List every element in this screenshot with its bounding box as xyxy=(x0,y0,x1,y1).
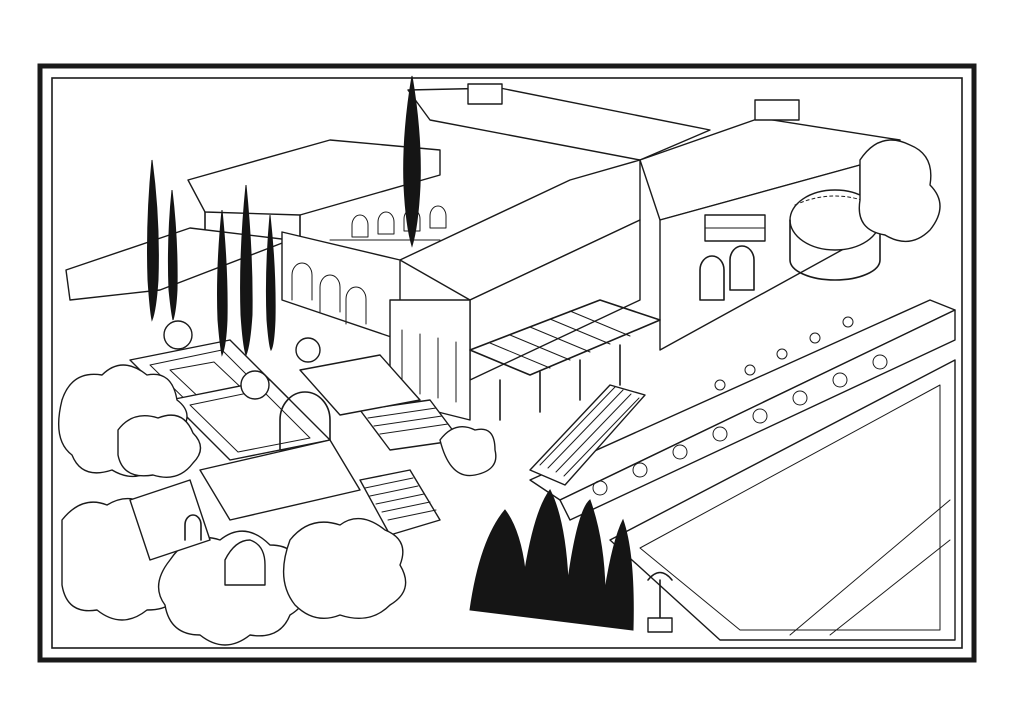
villa-roofs xyxy=(65,83,901,301)
pergola xyxy=(469,299,661,421)
stairways xyxy=(359,384,646,536)
reflecting-pool xyxy=(609,359,956,641)
terrace-wall xyxy=(529,299,956,521)
cypress-trees xyxy=(147,75,634,631)
villa-walls xyxy=(281,164,881,421)
garden-pavilion xyxy=(129,479,266,586)
frame-border xyxy=(37,63,977,663)
shrubs-and-foliage xyxy=(58,139,941,646)
lamp-post xyxy=(647,571,673,633)
